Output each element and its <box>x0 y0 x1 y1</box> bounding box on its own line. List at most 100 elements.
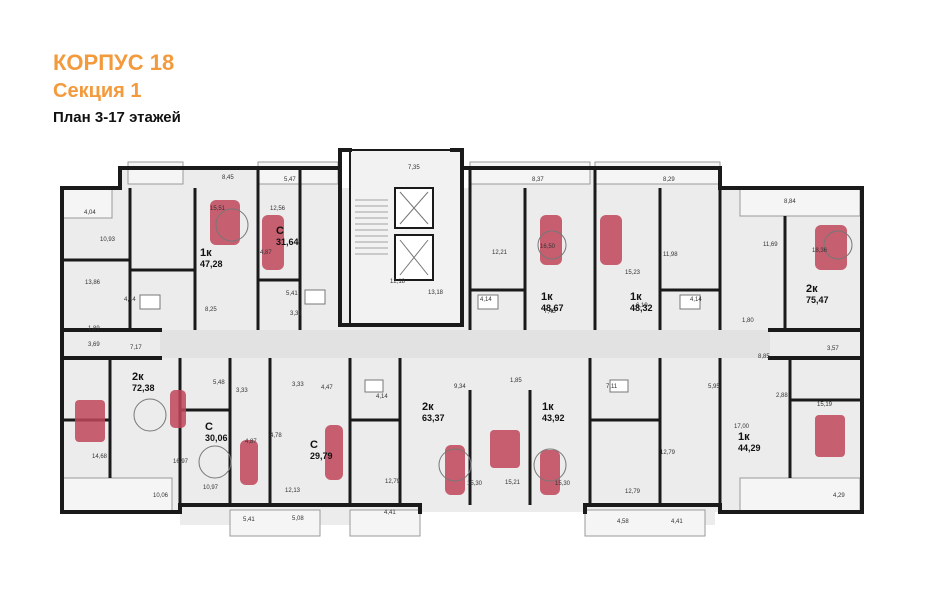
apartment-area: 63,37 <box>422 413 445 423</box>
room-area-label: 16,50 <box>540 244 556 250</box>
room-area-label: 8,84 <box>784 199 796 205</box>
apartment-type: 1к <box>630 291 642 303</box>
room-area-label: 4,14 <box>124 297 136 303</box>
room-area-label: 4,04 <box>84 210 96 216</box>
room-area-label: 7,17 <box>130 345 142 351</box>
apartment-area: 48,32 <box>630 303 653 313</box>
room-area-label: 4,14 <box>376 394 388 400</box>
room-area-label: 4,87 <box>260 250 272 256</box>
room-area-label: 4,41 <box>671 519 683 525</box>
apartment-type: 1к <box>200 247 212 259</box>
room-area-label: 15,51 <box>210 206 226 212</box>
room-area-label: 12,13 <box>285 488 301 494</box>
room-area-label: 14,68 <box>92 454 108 460</box>
balconies <box>61 161 861 537</box>
room-area-label: 4,14 <box>690 297 702 303</box>
apartment-area: 30,06 <box>205 433 228 443</box>
apartment-area: 44,29 <box>738 443 761 453</box>
apartment-type: 1к <box>738 431 750 443</box>
furniture <box>75 200 847 495</box>
room-area-label: 12,79 <box>660 450 676 456</box>
room-area-label: 8,85 <box>758 354 770 360</box>
floors-subtitle: План 3-17 этажей <box>53 109 181 126</box>
room-area-label: 12,79 <box>385 479 401 485</box>
room-area-label: 12,18 <box>390 279 406 285</box>
room-area-label: 4,41 <box>384 510 396 516</box>
room-area-label: 13,18 <box>428 290 444 296</box>
room-area-label: 5,08 <box>292 516 304 522</box>
room-area-label: 15,19 <box>817 402 833 408</box>
apartment-type: 2к <box>806 283 818 295</box>
room-area-label: 3,33 <box>290 311 302 317</box>
apartment-area: 31,64 <box>276 237 299 247</box>
room-area-label: 12,79 <box>625 489 641 495</box>
apartment-type: С <box>205 421 213 433</box>
apartment-type: 2к <box>422 401 434 413</box>
room-area-label: 6,19 <box>636 303 648 309</box>
apartment-type: С <box>276 225 284 237</box>
room-area-label: 5,47 <box>284 177 296 183</box>
room-area-label: 5,48 <box>213 380 225 386</box>
corridor <box>160 330 770 358</box>
room-area-label: 10,93 <box>100 237 116 243</box>
room-area-label: 8,45 <box>222 175 234 181</box>
stair-core <box>349 149 463 326</box>
room-area-label: 17,00 <box>734 424 750 430</box>
room-area-label: 5,41 <box>286 291 298 297</box>
apartment-type: 1к <box>542 401 554 413</box>
room-area-label: 11,69 <box>763 242 778 248</box>
apartment-type: 1к <box>541 291 553 303</box>
apartment-area: 72,38 <box>132 383 155 393</box>
room-area-label: 5,41 <box>243 517 255 523</box>
room-area-label: 12,56 <box>270 206 286 212</box>
room-area-label: 4,78 <box>270 433 282 439</box>
apartment-area: 47,28 <box>200 259 223 269</box>
room-area-label: 1,80 <box>742 318 754 324</box>
room-area-label: 11,98 <box>663 252 678 258</box>
room-area-label: 15,21 <box>505 480 521 486</box>
fixtures <box>133 208 853 482</box>
interior-walls <box>62 168 862 505</box>
room-area-label: 3,33 <box>236 388 248 394</box>
room-area-label: 15,23 <box>625 270 641 276</box>
building-title: КОРПУС 18 <box>53 50 175 75</box>
room-area-label: 9,34 <box>454 384 466 390</box>
room-area-label: 7,35 <box>408 165 420 171</box>
section-title: Секция 1 <box>53 80 142 102</box>
room-area-label: 7,11 <box>606 384 618 390</box>
room-area-label: 8,25 <box>205 307 217 313</box>
room-area-label: 8,29 <box>663 177 675 183</box>
room-area-label: 13,86 <box>85 280 101 286</box>
room-area-label: 10,97 <box>203 485 219 491</box>
apartment-area: 43,92 <box>542 413 565 423</box>
room-area-label: 10,06 <box>153 493 169 499</box>
room-area-label: 3,33 <box>292 382 304 388</box>
apartment-type: С <box>310 439 318 451</box>
room-area-label: 1,89 <box>88 326 100 332</box>
apartment-area: 75,47 <box>806 295 829 305</box>
room-area-label: 16,97 <box>173 459 189 465</box>
room-area-labels: 8,45 5,47 15,51 12,56 4,04 10,93 4,87 13,86 4,14… <box>84 165 845 525</box>
apartment-area: 29,79 <box>310 451 333 461</box>
walls <box>60 148 864 514</box>
apartment-area: 48,67 <box>541 303 564 313</box>
room-area-label: 8,37 <box>532 177 544 183</box>
room-area-label: 18,36 <box>812 248 828 254</box>
room-area-label: 4,87 <box>245 439 257 445</box>
room-area-label: 5,95 <box>708 384 720 390</box>
room-area-label: 4,29 <box>833 493 845 499</box>
room-area-label: 4,58 <box>617 519 629 525</box>
room-area-label: 4,47 <box>321 385 333 391</box>
room-area-label: 3,69 <box>88 342 100 348</box>
room-area-label: 2,88 <box>776 393 788 399</box>
room-area-label: 1,85 <box>510 378 522 384</box>
apartment-type: 2к <box>132 371 144 383</box>
room-area-label: 15,30 <box>555 481 571 487</box>
room-area-label: 4,14 <box>480 297 492 303</box>
room-area-label: 12,21 <box>492 250 508 256</box>
apartment-labels: 1к47,28С31,641к48,671к48,322к75,472к72,3… <box>132 225 829 461</box>
room-area-label: 15,30 <box>467 481 483 487</box>
room-area-label: 7,45 <box>544 309 556 315</box>
room-area-label: 3,57 <box>827 346 839 352</box>
